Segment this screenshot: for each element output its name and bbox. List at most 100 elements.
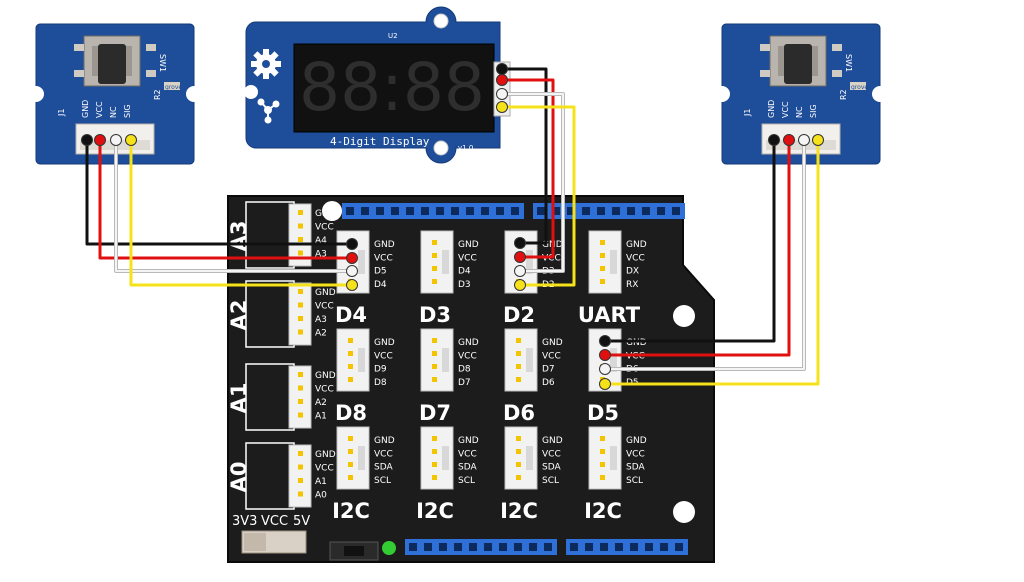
header-pin bbox=[600, 543, 608, 551]
port-name-label: I2C bbox=[500, 499, 538, 523]
port-pin-label: D9 bbox=[374, 365, 387, 375]
wire-plug bbox=[110, 134, 122, 146]
port-pin bbox=[348, 436, 353, 441]
mount-hole bbox=[673, 305, 695, 327]
mount-hole bbox=[714, 86, 730, 102]
wire-plug bbox=[496, 101, 508, 113]
port-pin-label: D7 bbox=[458, 378, 471, 388]
module-pin-label: SIG bbox=[123, 104, 132, 118]
port-pin-label: A3 bbox=[315, 315, 327, 325]
header-pin bbox=[552, 207, 560, 215]
port-pin-label: A2 bbox=[315, 329, 327, 339]
port-pin-label: RX bbox=[626, 280, 638, 290]
port-pin-label: VCC bbox=[374, 253, 393, 263]
port-pin-label: SCL bbox=[458, 476, 475, 486]
port-latch bbox=[526, 446, 533, 470]
wire-plug bbox=[599, 378, 611, 390]
port-pin-label: GND bbox=[374, 436, 395, 446]
port-pin-label: SDA bbox=[542, 463, 561, 473]
push-button[interactable] bbox=[784, 44, 812, 84]
port-pin-label: A0 bbox=[315, 491, 327, 501]
port-pin bbox=[432, 338, 437, 343]
analog-connector[interactable] bbox=[288, 203, 312, 267]
port-name-label: D4 bbox=[335, 303, 367, 327]
port-pin-label: GND bbox=[374, 240, 395, 250]
header-pin bbox=[424, 543, 432, 551]
port-latch bbox=[358, 446, 365, 470]
port-pin-label: GND bbox=[542, 338, 563, 348]
header-pin bbox=[675, 543, 683, 551]
port-name-label: D7 bbox=[419, 401, 451, 425]
port-pin-label: VCC bbox=[374, 449, 393, 459]
wire-plug bbox=[599, 363, 611, 375]
analog-connector[interactable] bbox=[288, 365, 312, 429]
header-pin bbox=[376, 207, 384, 215]
digital-ports: GNDVCCD5D4D4GNDVCCD4D3D3GNDVCCD3D2D2GNDV… bbox=[332, 230, 647, 523]
port-pin-label: VCC bbox=[315, 223, 334, 233]
header-pin bbox=[630, 543, 638, 551]
header-pin bbox=[499, 543, 507, 551]
analog-connector[interactable] bbox=[288, 444, 312, 508]
header-pin bbox=[537, 207, 545, 215]
port-latch bbox=[526, 250, 533, 274]
analog-connector-outline[interactable] bbox=[245, 280, 295, 348]
header-pin bbox=[612, 207, 620, 215]
j-label: J1 bbox=[743, 109, 752, 117]
reset-button-cap[interactable] bbox=[344, 546, 364, 556]
wire-plug bbox=[81, 134, 93, 146]
mount-hole bbox=[28, 86, 44, 102]
port-pin-label: GND bbox=[458, 436, 479, 446]
switch-leg bbox=[832, 44, 842, 51]
port-pin-label: GND bbox=[374, 338, 395, 348]
port-latch bbox=[442, 348, 449, 372]
header-pin bbox=[615, 543, 623, 551]
port-latch bbox=[610, 250, 617, 274]
push-button[interactable] bbox=[98, 44, 126, 84]
header-pin bbox=[451, 207, 459, 215]
port-pin-label: D3 bbox=[458, 280, 471, 290]
analog-connector[interactable] bbox=[288, 282, 312, 346]
sw-label: SW1 bbox=[844, 54, 853, 72]
switch-leg bbox=[74, 70, 84, 77]
resistor bbox=[850, 82, 866, 90]
switch-leg bbox=[760, 70, 770, 77]
header-top-right bbox=[533, 203, 685, 219]
voltage-switch[interactable]: 3V3 VCC 5V bbox=[232, 514, 310, 554]
wire-plug bbox=[599, 335, 611, 347]
switch-knob[interactable] bbox=[244, 533, 266, 551]
header-pin bbox=[645, 543, 653, 551]
port-pin bbox=[298, 491, 303, 497]
header-strip bbox=[342, 203, 524, 219]
port-pin-label: VCC bbox=[542, 351, 561, 361]
analog-port-name: A0 bbox=[227, 462, 251, 493]
module-pin-label: VCC bbox=[781, 101, 790, 118]
port-pin-label: D4 bbox=[374, 280, 387, 290]
port-pin bbox=[432, 436, 437, 441]
header-pin bbox=[346, 207, 354, 215]
port-pin bbox=[516, 364, 521, 369]
port-pin bbox=[298, 316, 303, 321]
analog-connector-outline[interactable] bbox=[245, 363, 295, 431]
wire-plug bbox=[599, 349, 611, 361]
port-pin-label: VCC bbox=[626, 253, 645, 263]
power-led bbox=[382, 541, 396, 555]
mount-hole bbox=[433, 140, 449, 156]
port-pin-label: GND bbox=[626, 240, 647, 250]
gear-icon bbox=[251, 49, 281, 79]
port-pin-label: A4 bbox=[315, 236, 327, 246]
analog-connector-outline[interactable] bbox=[245, 442, 295, 510]
header-pin bbox=[469, 543, 477, 551]
